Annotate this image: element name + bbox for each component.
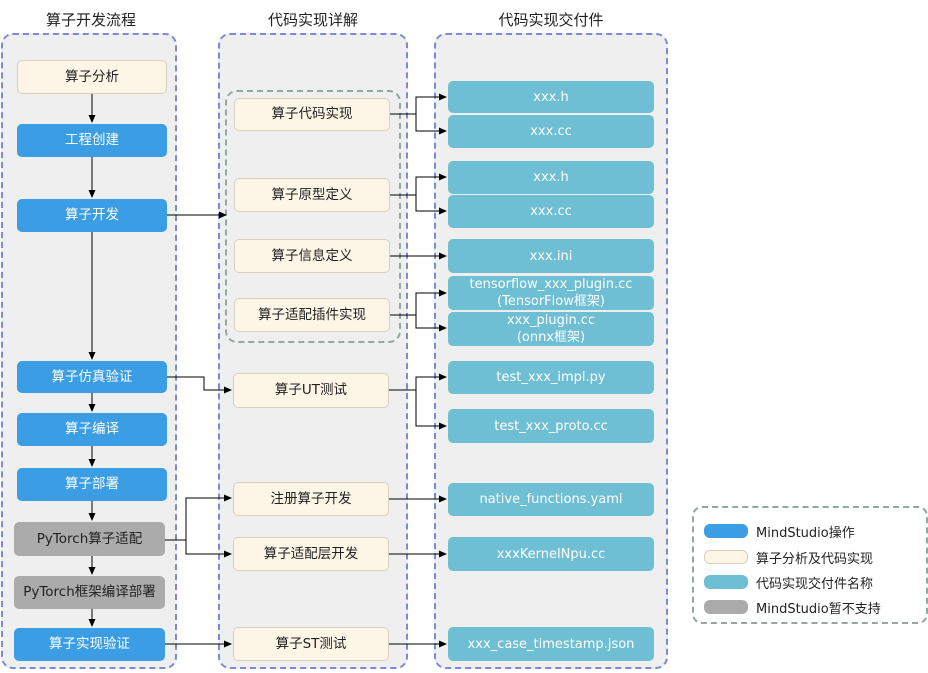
deliverable-xxx-cc: xxx.cc [448,195,654,228]
legend-label: MindStudio暂不支持 [756,601,881,617]
deliverable-native-functions-yaml: native_functions.yaml [448,483,654,516]
detail-adapter-layer-development: 算子适配层开发 [233,537,389,571]
flow-step-simulation-verification: 算子仿真验证 [17,361,167,393]
detail-plugin-implementation: 算子适配插件实现 [234,298,390,332]
deliverable-label: test_xxx_proto.cc [494,418,608,434]
flow-step-implementation-verification: 算子实现验证 [14,628,165,661]
legend-item-deliverable: 代码实现交付件名称 [704,574,874,592]
legend-label: MindStudio操作 [756,525,855,541]
deliverable-xxx-h: xxx.h [448,161,654,194]
detail-prototype-definition: 算子原型定义 [234,178,390,212]
deliverable-label: xxx.ini [529,248,573,264]
flow-step-operator-analysis: 算子分析 [17,60,167,94]
deliverable-label: tensorflow_xxx_plugin.cc [469,277,633,292]
deliverable-framework-note: (onnx框架) [516,330,586,345]
deliverable-label: xxx_plugin.cc [506,313,596,328]
legend-swatch-blue [704,524,748,538]
deliverable-framework-note: (TensorFlow框架) [497,294,605,309]
detail-st-test: 算子ST测试 [233,627,389,661]
deliverable-label: test_xxx_impl.py [496,370,606,385]
legend: MindStudio操作 算子分析及代码实现 代码实现交付件名称 MindStu… [692,506,928,624]
deliverable-label: native_functions.yaml [479,492,623,507]
deliverable-label: xxxKernelNpu.cc [496,546,606,562]
legend-label: 代码实现交付件名称 [756,576,874,592]
flow-column-title: 算子开发流程 [45,11,136,29]
deliverable-tensorflow-plugin: tensorflow_xxx_plugin.cc (TensorFlow框架) [448,276,654,310]
detail-info-definition: 算子信息定义 [234,239,390,273]
deliverable-label: xxx.h [533,170,569,185]
detail-column-title: 代码实现详解 [267,11,358,29]
detail-register-development: 注册算子开发 [233,482,389,516]
deliverable-xxx-cc: xxx.cc [448,115,654,148]
legend-item-mindstudio: MindStudio操作 [704,523,855,541]
flow-step-operator-deploy: 算子部署 [17,468,167,501]
legend-swatch-gray [704,600,748,614]
legend-swatch-cream [704,550,748,564]
legend-swatch-teal [704,575,748,589]
legend-item-analysis: 算子分析及代码实现 [704,549,874,567]
deliverable-xxx-ini: xxx.ini [448,239,654,273]
deliverable-xxx-h: xxx.h [448,81,654,113]
flow-step-pytorch-build-deploy: PyTorch框架编译部署 [14,576,165,609]
flow-step-operator-development: 算子开发 [17,199,167,232]
deliverable-label: xxx.cc [530,204,572,219]
deliverable-label: xxx_case_timestamp.json [467,636,635,652]
flow-step-pytorch-adaptation: PyTorch算子适配 [14,522,165,556]
deliverable-label: xxx.h [533,89,569,105]
deliverable-test-proto-cc: test_xxx_proto.cc [448,409,654,443]
flow-step-project-creation: 工程创建 [17,124,167,157]
legend-item-unsupported: MindStudio暂不支持 [704,599,881,617]
deliverable-case-timestamp-json: xxx_case_timestamp.json [448,627,654,661]
deliverable-label: xxx.cc [530,124,572,139]
flow-step-operator-compile: 算子编译 [17,413,167,446]
deliverable-test-impl-py: test_xxx_impl.py [448,361,654,394]
deliverable-onnx-plugin: xxx_plugin.cc (onnx框架) [448,312,654,346]
detail-ut-test: 算子UT测试 [233,373,389,408]
detail-operator-code: 算子代码实现 [234,98,390,131]
deliverable-column-title: 代码实现交付件 [498,11,604,29]
deliverable-kernel-npu-cc: xxxKernelNpu.cc [448,537,654,571]
legend-label: 算子分析及代码实现 [756,551,874,567]
